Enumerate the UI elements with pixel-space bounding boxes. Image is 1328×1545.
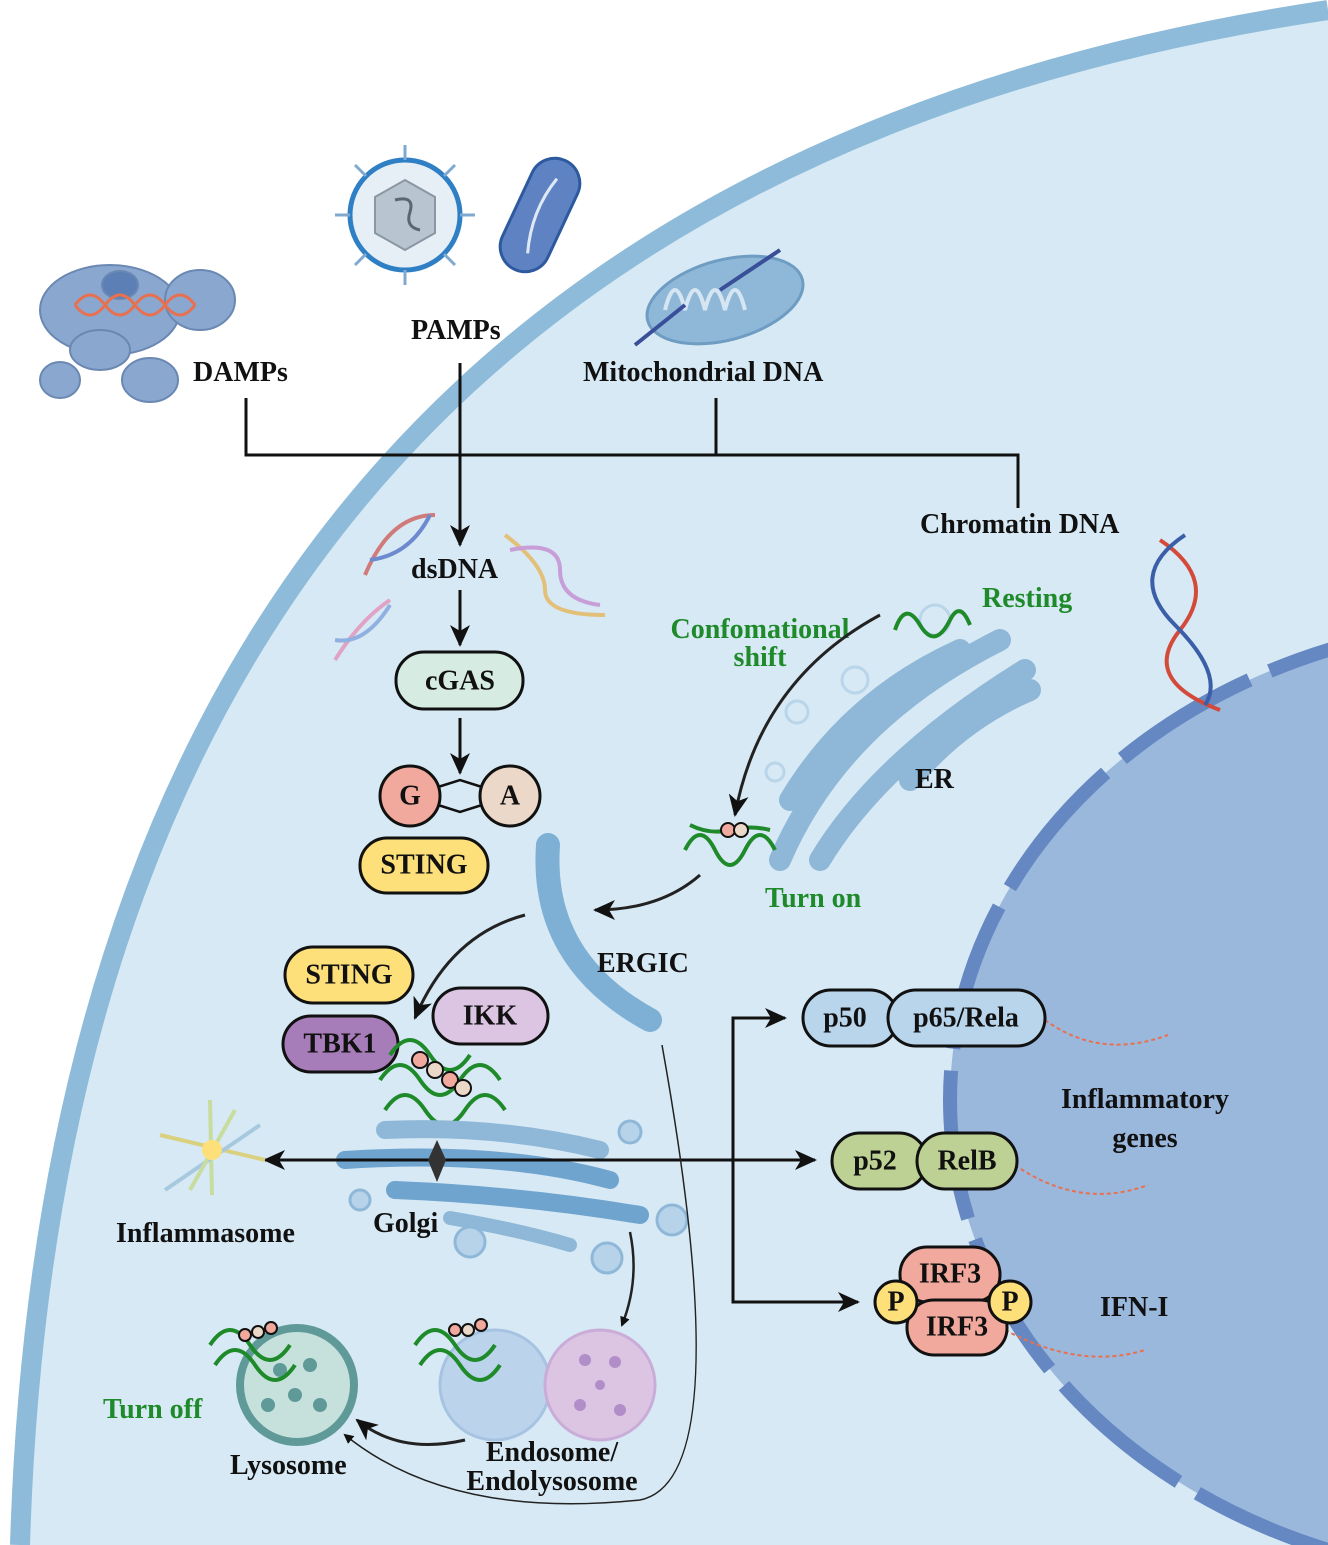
sting-resting-icon — [893, 609, 972, 639]
mitochondrion-icon — [633, 248, 805, 347]
inflammasome-label: Inflammasome — [116, 1218, 295, 1249]
svg-text:IRF3: IRF3 — [926, 1312, 988, 1343]
p52-label: p52 — [853, 1146, 897, 1177]
chromatin-dna-icon — [1150, 533, 1221, 712]
nucleus — [950, 650, 1328, 1545]
mrna-strands — [1004, 1019, 1169, 1358]
arrow-golgi-endosome — [620, 1231, 635, 1327]
vesicle — [784, 699, 810, 725]
damps-label: DAMPs — [193, 357, 288, 388]
turn-on-label: Turn on — [765, 883, 862, 914]
p50-p65-complex: p50 p65/Rela — [801, 988, 1047, 1048]
ergic-organelle — [535, 833, 662, 1032]
arrow-endosome-lysosome — [355, 1418, 466, 1446]
p50-label: p50 — [823, 1003, 867, 1034]
vesicle — [655, 1203, 689, 1237]
conf-shift-label-2: shift — [734, 642, 788, 673]
dsdna-icon — [333, 513, 606, 662]
junction-diamond — [428, 1140, 446, 1182]
vesicle — [617, 1119, 643, 1145]
vesicle — [764, 761, 786, 783]
inflammasome-icon — [159, 1099, 266, 1196]
er-label: ER — [915, 764, 955, 795]
tbk1-node: TBK1 — [281, 1014, 400, 1074]
arrow-ergic-golgi — [413, 913, 526, 1020]
cgas-node: cGAS — [394, 650, 525, 711]
mito-dna-label: Mitochondrial DNA — [583, 357, 824, 388]
cgamp-node: G A — [378, 764, 542, 828]
dsdna-label: dsDNA — [411, 554, 499, 585]
damps-icon — [39, 264, 236, 403]
sting-node-golgi: STING — [283, 945, 415, 1005]
p65-label: p65/Rela — [913, 1003, 1019, 1034]
ergic-label: ERGIC — [597, 948, 689, 979]
chromatin-dna-label: Chromatin DNA — [920, 509, 1120, 540]
svg-text:IKK: IKK — [463, 1001, 518, 1032]
ikk-node: IKK — [431, 986, 550, 1046]
arrow-conformational-shift — [728, 613, 881, 817]
arrow-ergic-lysosome — [343, 1044, 697, 1505]
nuclear-envelope — [943, 642, 1328, 1545]
sting-oligomer-icon — [208, 1321, 297, 1382]
arrow-to-irf3 — [731, 1160, 860, 1312]
svg-text:P: P — [887, 1287, 904, 1318]
resting-label: Resting — [982, 583, 1072, 614]
svg-text:P: P — [1001, 1287, 1018, 1318]
vesicle — [840, 665, 870, 695]
virus-icon — [335, 145, 475, 285]
arrow-er-ergic — [593, 873, 701, 920]
sting-oligomer-icon — [413, 1318, 502, 1382]
svg-text:IRF3: IRF3 — [919, 1259, 981, 1290]
golgi-label: Golgi — [373, 1208, 439, 1239]
svg-text:STING: STING — [380, 850, 467, 881]
svg-text:A: A — [500, 781, 521, 812]
ifn-label: IFN-I — [1100, 1292, 1168, 1323]
source-connectors — [244, 363, 1020, 547]
inflammatory-genes-label-2: genes — [1112, 1123, 1177, 1154]
vesicle — [590, 1241, 624, 1275]
conf-shift-label-1: Confomational — [671, 614, 850, 645]
bacterium-icon — [498, 156, 582, 274]
svg-text:STING: STING — [305, 960, 392, 991]
sting-active-icon — [683, 822, 777, 867]
lysosome-label: Lysosome — [230, 1450, 347, 1481]
lysosome — [236, 1324, 358, 1446]
endosome-label-1: Endosome/ — [486, 1437, 619, 1468]
pamps-label: PAMPs — [411, 315, 501, 346]
svg-text:cGAS: cGAS — [425, 666, 495, 697]
sting-node-er: STING — [358, 836, 490, 895]
inflammatory-genes-label-1: Inflammatory — [1061, 1084, 1229, 1115]
vesicle — [453, 1225, 487, 1259]
svg-text:TBK1: TBK1 — [303, 1029, 376, 1060]
irf3-dimer: IRF3 IRF3 P P — [873, 1245, 1033, 1357]
cell-membrane — [10, 0, 1328, 1545]
svg-text:G: G — [399, 781, 421, 812]
turn-off-label: Turn off — [103, 1394, 203, 1425]
er-organelle — [769, 629, 1041, 871]
p52-relb-complex: p52 RelB — [830, 1131, 1019, 1191]
vesicle — [348, 1188, 372, 1212]
arrow-to-p50-p65 — [731, 1008, 787, 1160]
endosome-label-2: Endolysosome — [466, 1466, 637, 1497]
relb-label: RelB — [937, 1146, 996, 1177]
